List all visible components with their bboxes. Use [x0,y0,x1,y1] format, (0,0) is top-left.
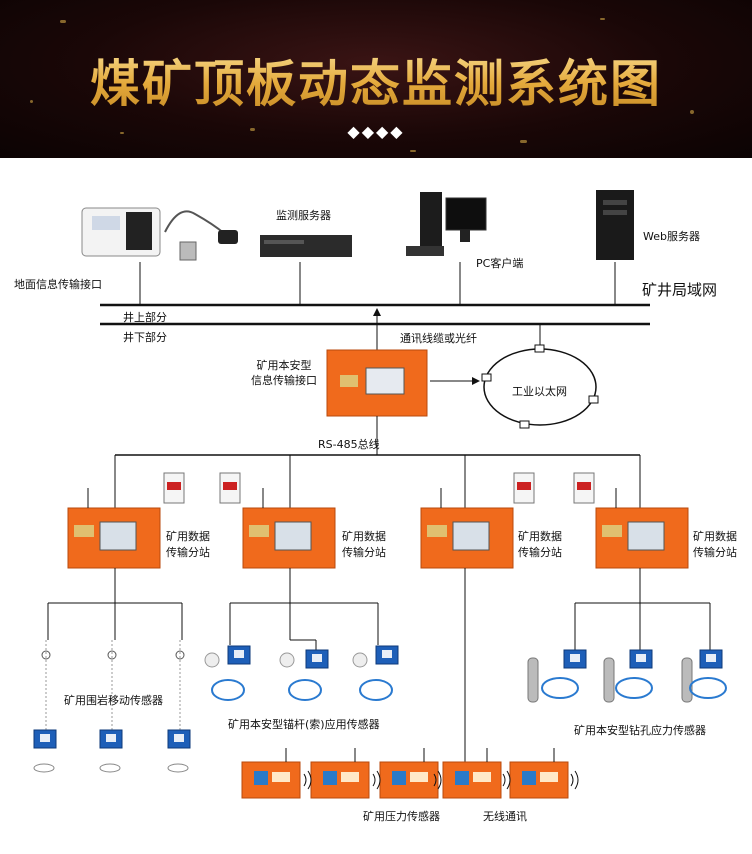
substation-3-label-2: 传输分站 [518,546,562,559]
rock-sensor-label: 矿用围岩移动传感器 [64,694,163,707]
substation-1-label-1: 矿用数据 [166,530,210,543]
substation-1 [67,488,161,569]
rock-sensor-group [33,640,191,773]
substation-2-label-1: 矿用数据 [342,530,386,543]
wireless-label: 无线通讯 [483,810,527,823]
substation-3-label-1: 矿用数据 [518,530,562,543]
substation-4-label-1: 矿用数据 [693,530,737,543]
borehole-sensor-label: 矿用本安型钻孔应力传感器 [574,724,706,737]
rs485-label: RS-485总线 [318,438,380,451]
breaker-1 [163,472,185,504]
pressure-sensor-label: 矿用压力传感器 [363,810,440,823]
title-decoration: ◆◆◆◆ [347,122,405,141]
web-server-device [596,190,634,260]
interface-label-2: 信息传输接口 [251,374,317,387]
anchor-sensor-label: 矿用本安型锚杆(索)应用传感器 [228,718,380,731]
info-interface-device [326,349,428,417]
interface-label-1: 矿用本安型 [256,359,312,372]
substation-1-label-2: 传输分站 [166,546,210,559]
mine-lan-label: 矿井局域网 [642,281,718,299]
title-banner: 煤矿顶板动态监测系统图 ◆◆◆◆ [0,0,752,158]
breaker-3 [513,472,535,504]
pc-client-label: PC客户端 [476,257,524,270]
ground-interface-label: 地面信息传输接口 [14,278,102,291]
pc-client-device [406,192,487,256]
web-server-label: Web服务器 [643,230,700,243]
ethernet-label: 工业以太网 [512,385,567,398]
ground-interface-device [81,207,238,261]
anchor-sensor-group [204,645,399,701]
pressure-sensor-group [241,747,579,799]
substation-4 [595,488,689,569]
substation-3 [420,488,514,569]
borehole-sensor-group [527,649,727,703]
comm-cable-label: 通讯线缆或光纤 [400,332,477,345]
monitor-server-label: 监测服务器 [276,209,331,222]
breaker-4 [573,472,595,504]
monitor-server-device [260,235,352,257]
substation-4-label-2: 传输分站 [693,546,737,559]
substation-2 [242,488,336,569]
breaker-2 [219,472,241,504]
page-title: 煤矿顶板动态监测系统图 [0,44,752,116]
above-ground-label: 井上部分 [123,311,167,324]
substation-2-label-2: 传输分站 [342,546,386,559]
below-ground-label: 井下部分 [123,331,167,344]
